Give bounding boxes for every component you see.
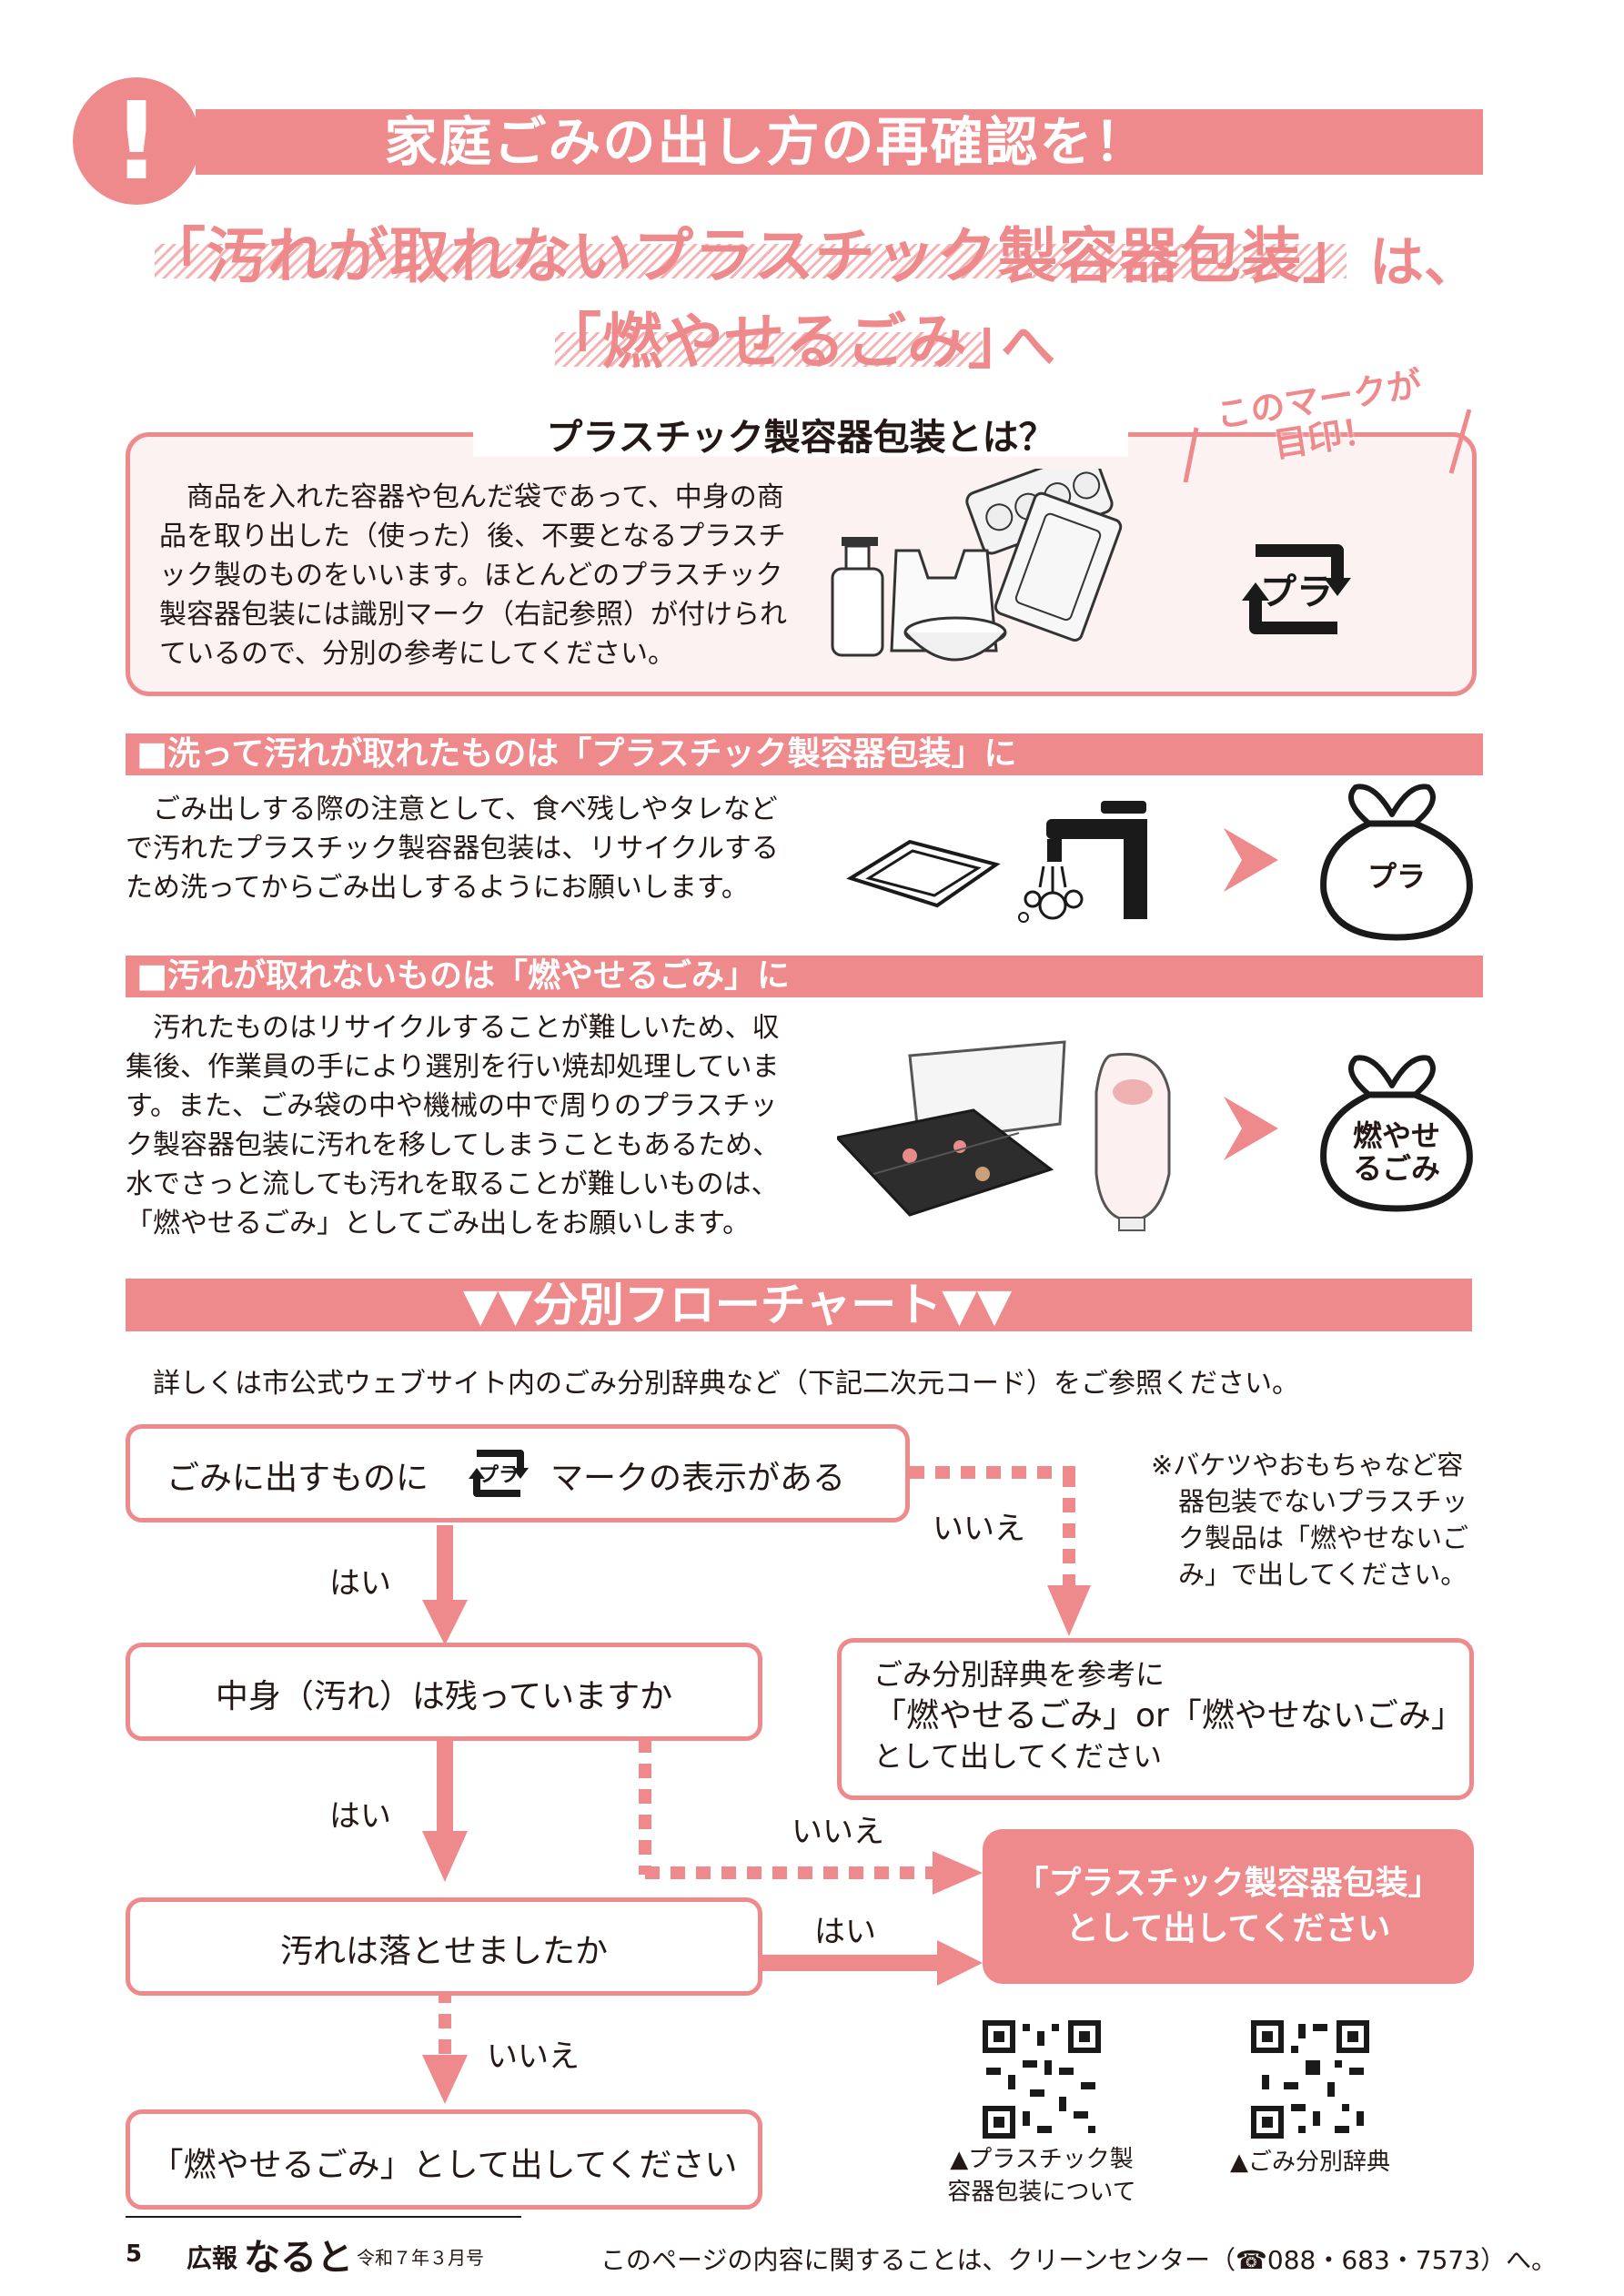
bag-label-burnable: 燃やせ るごみ [1315,1119,1478,1185]
page-number: 5 [126,2240,143,2268]
flowchart-result-burnable [126,2109,762,2210]
plastic-containers-illustration [831,469,1123,662]
plastic-recycle-mark-icon: プラ [1242,544,1351,634]
plastic-result-line-1: 「プラスチック製容器包装」 [1015,1865,1441,1902]
headline-underline-2 [555,332,983,367]
headline-underline-1 [155,244,1347,278]
garbage-bag-plastic-icon [1320,784,1473,941]
footer-rule [126,2216,521,2218]
qr-caption-plastic-line-2: 容器包装について [947,2179,1136,2206]
flowchart-result-dictionary-text: ごみ分別辞典を参考に 「燃やせるごみ」or「燃やせないごみ」 として出してくださ… [873,1654,1464,1777]
flowchart-no-label-1: いいえ [933,1511,1025,1547]
section-dirty-text: 汚れたものはリサイクルすることが難しいため、収集後、作業員の手により選別を行い焼… [126,1012,781,1239]
note-line-3: ク製品は「燃やせないご [1178,1522,1469,1553]
qr-caption-plastic-line-1: ▲プラスチック製 [950,2146,1134,2173]
flowchart-heading: ▼▼分別フローチャート▼▼ [462,1279,1013,1331]
dictionary-line-1: ごみ分別辞典を参考に [873,1657,1165,1692]
flowchart-yes-label-2: はい [329,1798,391,1835]
headline-line-2: 「燃やせるごみ」 [541,307,1029,377]
flowchart-intro: 詳しくは市公式ウェブサイト内のごみ分別辞典など（下記二次元コード）をご参照くださ… [126,1368,1299,1400]
flowchart-no-label-2: いいえ [792,1814,884,1850]
page-title: 家庭ごみの出し方の再確認を！ [384,111,1149,173]
bag-label-burnable-line-2: るごみ [1352,1151,1440,1186]
flowchart-no-label-3: いいえ [487,2038,580,2075]
plastic-result-line-2: として出してください [1065,1910,1391,1947]
note-line-2: 器包装でないプラスチッ [1178,1486,1468,1517]
mark-note-frame [1183,409,1472,482]
flowchart-yes-label-3: はい [814,1914,876,1950]
publication-name: なると [244,2236,353,2279]
bag-label-plastic: プラ [1367,859,1426,894]
flowchart-plastic-mark-icon: プラ [469,1450,529,1497]
section-dirty-heading: ■汚れが取れないものは「燃やせるごみ」に [126,956,1483,997]
flowchart-result-plastic-text: 「プラスチック製容器包装」 として出してください [983,1861,1474,1952]
issue-date: 令和７年３月号 [357,2247,484,2269]
bag-label-burnable-line-1: 燃やせ [1352,1118,1440,1153]
flowchart-heading-bar [126,1279,1472,1331]
note-line-4: み」で出してください。 [1178,1559,1468,1590]
section-washed-heading: ■洗って汚れが取れたものは「プラスチック製容器包装」に [126,733,1483,775]
flowchart-question-cleaned-text: 汚れは落とせましたか [279,1933,608,1970]
flowchart-plastic-mark-label: プラ [479,1464,519,1487]
dirty-containers-illustration [837,1040,1171,1231]
qr-code-plastic[interactable] [983,2020,1101,2139]
arrow-right-icon [1224,1097,1278,1160]
publication-prefix: 広報 [187,2243,238,2273]
flowchart-result-dictionary [837,1638,1474,1800]
qr-code-dictionary[interactable] [1251,2020,1369,2139]
title-bar [196,109,1483,175]
footer-contact: このページの内容に関することは、クリーンセンター（☎088・683・7573）へ… [600,2245,1558,2275]
flowchart-question-residue-text: 中身（汚れ）は残っていますか [215,1678,673,1715]
headline-line-2-suffix: へ [1001,315,1055,379]
plastic-mark-label: プラ [1260,571,1333,613]
flowchart-result-burnable-text: 「燃やせるごみ」として出してください [150,2147,738,2184]
qr-caption-dictionary: ▲ごみ分別辞典 [1230,2149,1390,2176]
dictionary-line-3: として出してください [873,1739,1163,1774]
washing-illustration [846,801,1147,923]
dictionary-line-2: 「燃やせるごみ」or「燃やせないごみ」 [873,1697,1464,1735]
flowchart-question-cleaned [126,1897,762,1996]
headline-line-1: 「汚れが取れないプラスチック製容器包装」 [146,221,1364,291]
note-line-1: ※バケツやおもちゃなど容 [1151,1450,1464,1481]
garbage-bag-burnable-icon [1320,1055,1473,1212]
qr-caption-plastic: ▲プラスチック製 容器包装について [910,2143,1174,2209]
flowchart-question-mark-prefix: ごみに出すものに [166,1460,429,1497]
definition-text: 商品を入れた容器や包んだ袋であって、中身の商品を取り出した（使った）後、不要とな… [159,481,787,670]
exclamation-icon: ! [73,77,200,205]
section-washed-text: ごみ出しする際の注意として、食べ残しやタレなどで汚れたプラスチック製容器包装は、… [126,794,779,904]
flowchart-yes-label-1: はい [329,1565,391,1602]
definition-title: プラスチック製容器包装とは？ [546,417,1055,459]
arrow-right-icon [1224,828,1278,892]
flowchart-question-residue [126,1643,762,1741]
definition-title-background [473,411,1128,457]
flowchart-result-plastic [983,1829,1474,1984]
flowchart-note: ※バケツやおもちゃなど容 器包装でないプラスチッ ク製品は「燃やせないご み」で… [1151,1447,1468,1593]
flowchart-question-mark-suffix: マークの表示がある [550,1460,846,1497]
definition-box [126,432,1477,696]
headline-line-1-suffix: は、 [1369,231,1478,295]
